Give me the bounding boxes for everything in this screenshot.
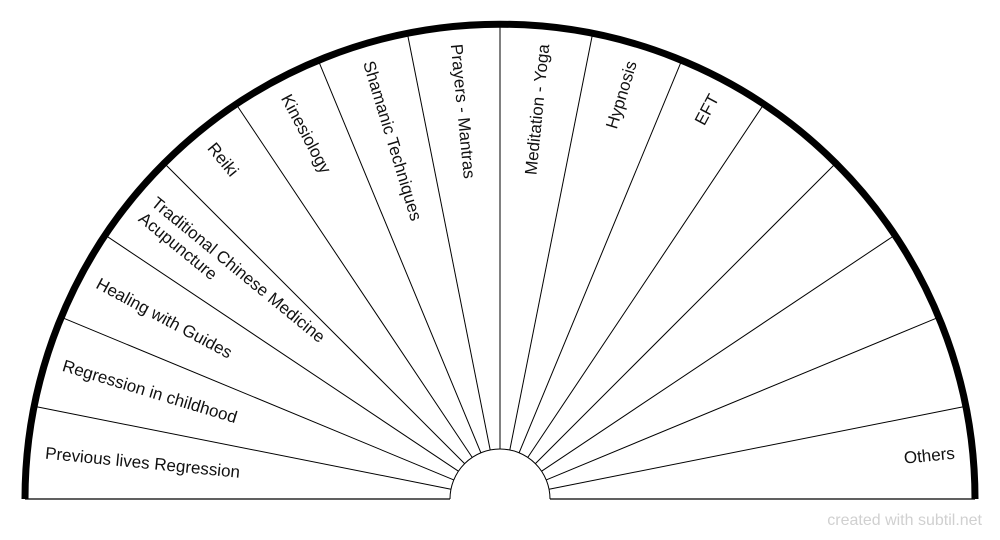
segment-label: Others	[903, 444, 956, 468]
segment-label: Kinesiology	[277, 91, 335, 177]
segment-label-line: Hypnosis	[602, 59, 640, 131]
segment-label: Shamanic Techniques	[359, 59, 425, 223]
segment-divider	[546, 316, 939, 481]
segment-label-line: Others	[903, 444, 956, 468]
segment-label-line: Reiki	[204, 139, 243, 180]
segment-label-line: Healing with Guides	[93, 274, 235, 362]
segment-label: Reiki	[204, 139, 243, 180]
segment-label: Previous lives Regression	[44, 444, 241, 482]
segment-divider	[509, 33, 594, 451]
segment-divider	[535, 162, 837, 464]
segment-divider	[406, 33, 491, 451]
credit-text: created with subtil.net	[827, 512, 982, 529]
segment-label-line: EFT	[691, 91, 723, 128]
segment-divider	[317, 60, 482, 453]
segment-label-line: Meditation - Yoga	[521, 43, 553, 176]
segment-divider	[235, 103, 473, 458]
segment-divider	[518, 60, 683, 453]
segment-label: Meditation - Yoga	[521, 43, 553, 176]
segment-label: EFT	[691, 91, 723, 128]
segment-divider	[34, 405, 452, 490]
segment-divider	[61, 316, 454, 481]
segment-divider	[104, 234, 459, 472]
center-hub	[449, 448, 551, 500]
segment-dividers	[34, 24, 966, 490]
segment-label-line: Prayers - Mantras	[447, 43, 479, 179]
segment-label: Hypnosis	[602, 59, 640, 131]
segment-divider	[548, 405, 966, 490]
segment-divider	[527, 103, 765, 458]
segment-label: Prayers - Mantras	[447, 43, 479, 179]
segment-label-line: Previous lives Regression	[44, 444, 241, 482]
segment-divider	[163, 162, 465, 464]
segment-label: Healing with Guides	[93, 274, 235, 362]
segment-divider	[541, 234, 896, 472]
segment-label-line: Shamanic Techniques	[359, 59, 425, 223]
outer-rim	[21, 20, 979, 500]
segment-label-line: Kinesiology	[277, 91, 335, 177]
